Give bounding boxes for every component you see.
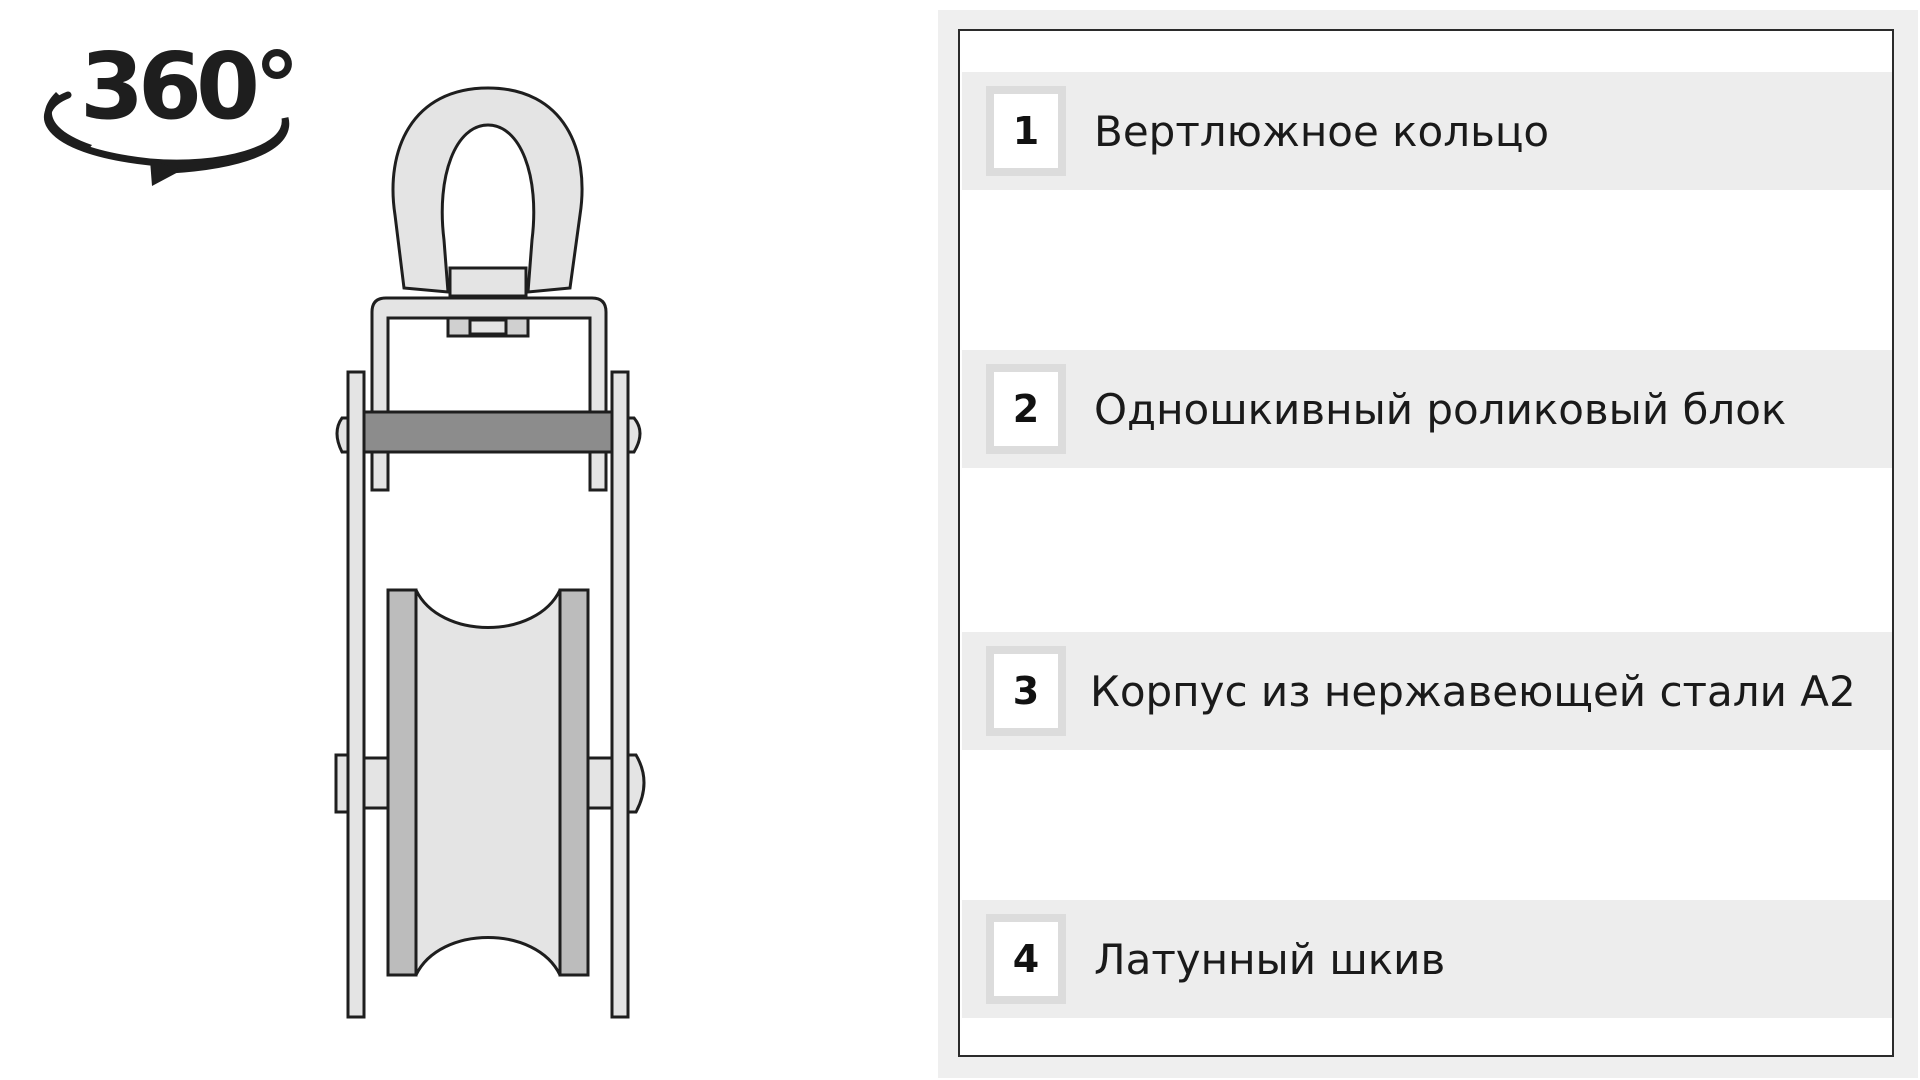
housing bbox=[334, 296, 646, 1019]
legend-item-1: 1 Вертлюжное кольцо bbox=[962, 72, 1892, 190]
legend-number-box: 2 bbox=[986, 364, 1066, 454]
swivel-ring bbox=[391, 86, 584, 338]
bottom-axle bbox=[362, 756, 614, 810]
legend-label: Вертлюжное кольцо bbox=[1094, 106, 1550, 156]
legend-item-2: 2 Одношкивный роликовый блок bbox=[962, 350, 1892, 468]
legend-label: Корпус из нержавеющей стали А2 bbox=[1090, 666, 1856, 716]
sheave bbox=[386, 588, 590, 977]
legend-label: Латунный шкив bbox=[1094, 934, 1446, 984]
rotation-360-badge: 360° bbox=[44, 33, 300, 186]
top-axle bbox=[362, 410, 614, 454]
legend-label: Одношкивный роликовый блок bbox=[1094, 384, 1787, 434]
legend-number: 3 bbox=[994, 654, 1058, 728]
legend-number-box: 1 bbox=[986, 86, 1066, 176]
pulley-block-diagram: 360° bbox=[44, 33, 646, 1019]
legend-number-box: 3 bbox=[986, 646, 1066, 736]
legend-number-box: 4 bbox=[986, 914, 1066, 1004]
legend-item-4: 4 Латунный шкив bbox=[962, 900, 1892, 1018]
rotation-badge-text: 360° bbox=[80, 33, 294, 140]
legend-box bbox=[958, 29, 1894, 1057]
legend-number: 2 bbox=[994, 372, 1058, 446]
legend-number: 4 bbox=[994, 922, 1058, 996]
legend-number: 1 bbox=[994, 94, 1058, 168]
legend-item-3: 3 Корпус из нержавеющей стали А2 bbox=[962, 632, 1892, 750]
